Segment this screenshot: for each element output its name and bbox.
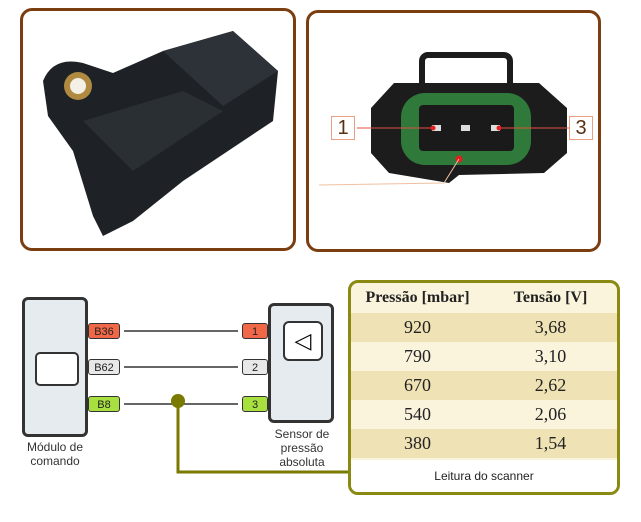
map-sensor-photo xyxy=(43,31,278,236)
signal-junction xyxy=(171,394,185,408)
sensor-pin-1: 1 xyxy=(242,323,268,339)
sensor-pin-2: 2 xyxy=(242,359,268,375)
table-header: Pressão [mbar]Tensão [V] xyxy=(365,289,588,306)
sensor-photo-frame xyxy=(20,8,296,251)
connector-photo xyxy=(318,52,571,186)
signal-line xyxy=(176,403,350,474)
module-pin-b36: B36 xyxy=(88,323,120,339)
chip-icon xyxy=(35,352,79,386)
pressure-sensor: ◁ xyxy=(268,303,334,423)
module-pin-b8: B8 xyxy=(88,396,120,412)
pressure-sensor-icon: ◁ xyxy=(283,321,323,361)
pin-1-callout: 1 xyxy=(331,116,355,140)
pin-3-callout: 3 xyxy=(569,116,593,140)
sensor-pin-3: 3 xyxy=(242,396,268,412)
module-pin-b62: B62 xyxy=(88,359,120,375)
table-footer: Leitura do scanner xyxy=(351,460,617,492)
connector-photo-frame: 1 3 xyxy=(306,10,601,252)
command-module xyxy=(22,297,88,437)
